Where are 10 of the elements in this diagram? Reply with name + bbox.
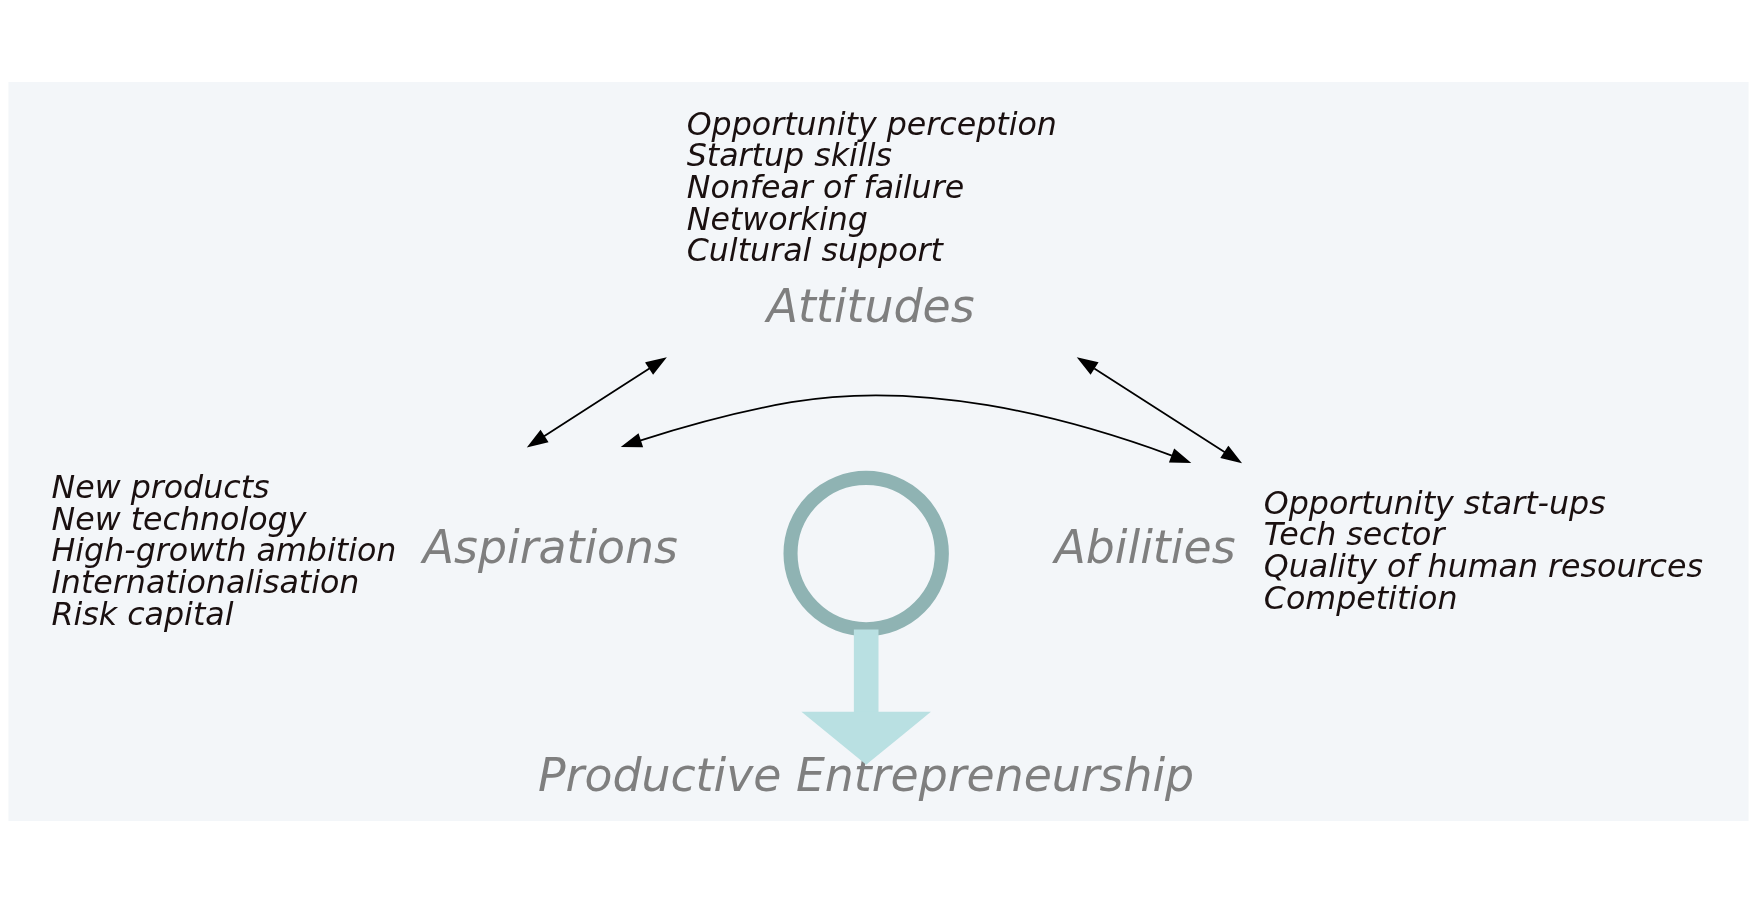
node-circle <box>783 470 949 637</box>
node-text: Attitudes <box>766 279 975 333</box>
arrow <box>526 357 667 448</box>
arrow <box>620 394 1192 463</box>
node-text: Productive Entrepreneurship <box>538 748 1195 802</box>
arrow <box>1076 357 1243 464</box>
node-label: Risk capital <box>51 595 234 632</box>
node-text: Abilities <box>1054 520 1236 574</box>
node-text: Aspirations <box>422 520 678 574</box>
arrow <box>801 629 931 765</box>
